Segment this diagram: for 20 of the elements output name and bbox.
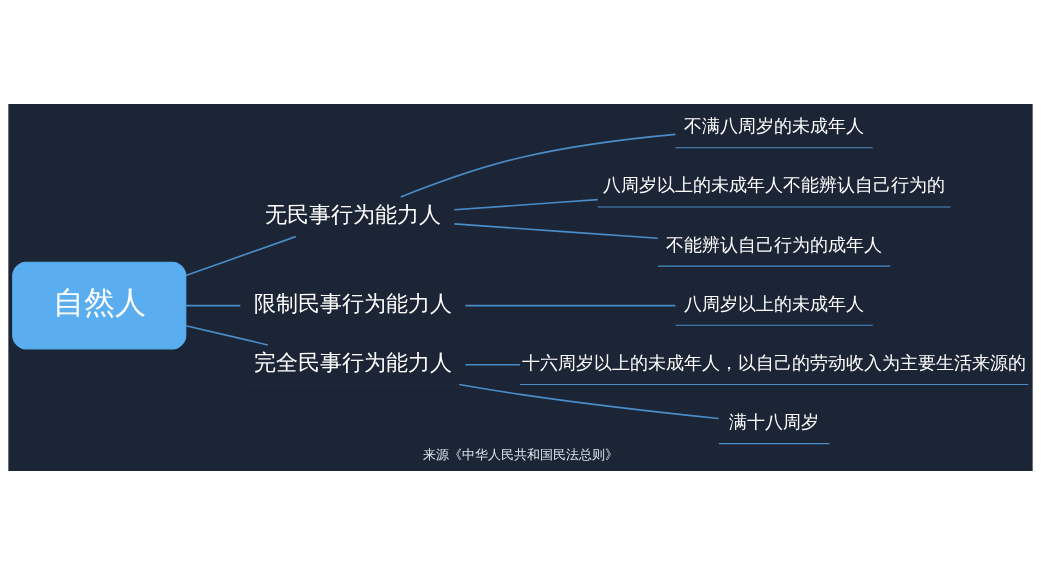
connector (464, 304, 677, 306)
node-text: 不满八周岁的未成年人 (684, 115, 865, 136)
connector (458, 383, 720, 419)
caption: 来源《中华人民共和国民法总则》 (423, 446, 618, 462)
node-text: 完全民事行为能力人 (253, 349, 452, 375)
node-text: 八周岁以上的未成年人 (684, 293, 865, 314)
connector (185, 324, 269, 346)
connector (185, 235, 297, 276)
connector (464, 363, 521, 366)
node-text: 限制民事行为能力人 (253, 290, 452, 316)
node-text: 八周岁以上的未成年人不能辨认自己行为的 (603, 174, 946, 195)
connector (399, 133, 677, 198)
connector (453, 198, 599, 211)
connector (185, 304, 242, 306)
node-box: 自然人 (12, 261, 187, 349)
node-text: 不能辨认自己行为的成年人 (666, 234, 883, 255)
node-text: 满十八周岁 (729, 411, 820, 432)
node-text: 十六周岁以上的未成年人，以自己的劳动收入为主要生活来源的 (522, 352, 1027, 373)
node-text: 无民事行为能力人 (264, 201, 441, 227)
connector (453, 222, 659, 239)
